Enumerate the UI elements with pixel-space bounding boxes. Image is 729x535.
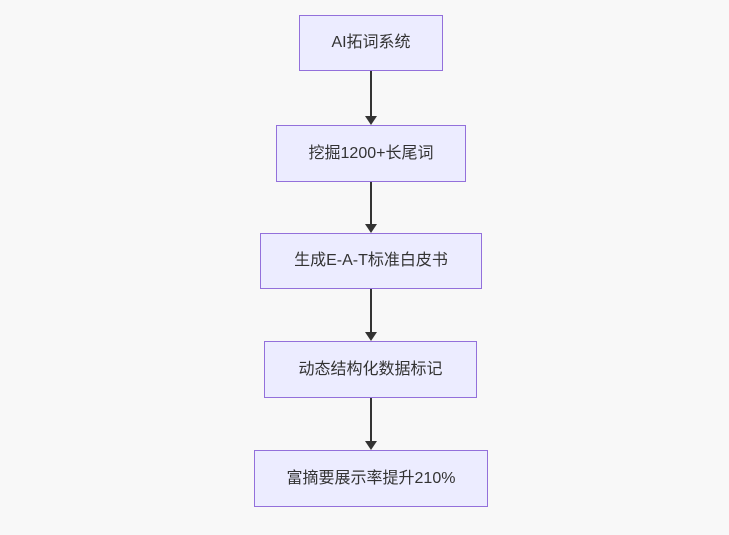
arrowhead-down-icon	[365, 116, 377, 125]
edge-line-3	[370, 289, 372, 332]
flow-node-label: 动态结构化数据标记	[298, 360, 443, 378]
flow-node-label: 富摘要展示率提升210%	[286, 469, 456, 487]
edge-line-2	[370, 182, 372, 224]
flow-node-label: 生成E-A-T标准白皮书	[294, 252, 448, 269]
flow-node-mine-longtail-keywords: 挖掘1200+长尾词	[276, 125, 466, 182]
arrowhead-down-icon	[365, 441, 377, 450]
flow-node-generate-eat-whitepaper: 生成E-A-T标准白皮书	[260, 233, 482, 289]
flow-node-label: AI拓词系统	[331, 34, 411, 51]
flow-node-rich-snippet-rate-increase: 富摘要展示率提升210%	[254, 450, 488, 507]
arrowhead-down-icon	[365, 224, 377, 233]
edge-line-1	[370, 71, 372, 116]
flow-node-label: 挖掘1200+长尾词	[308, 144, 434, 162]
edge-line-4	[370, 398, 372, 441]
flow-node-dynamic-structured-data-markup: 动态结构化数据标记	[264, 341, 477, 398]
arrowhead-down-icon	[365, 332, 377, 341]
flow-node-ai-word-expansion-system: AI拓词系统	[299, 15, 443, 71]
